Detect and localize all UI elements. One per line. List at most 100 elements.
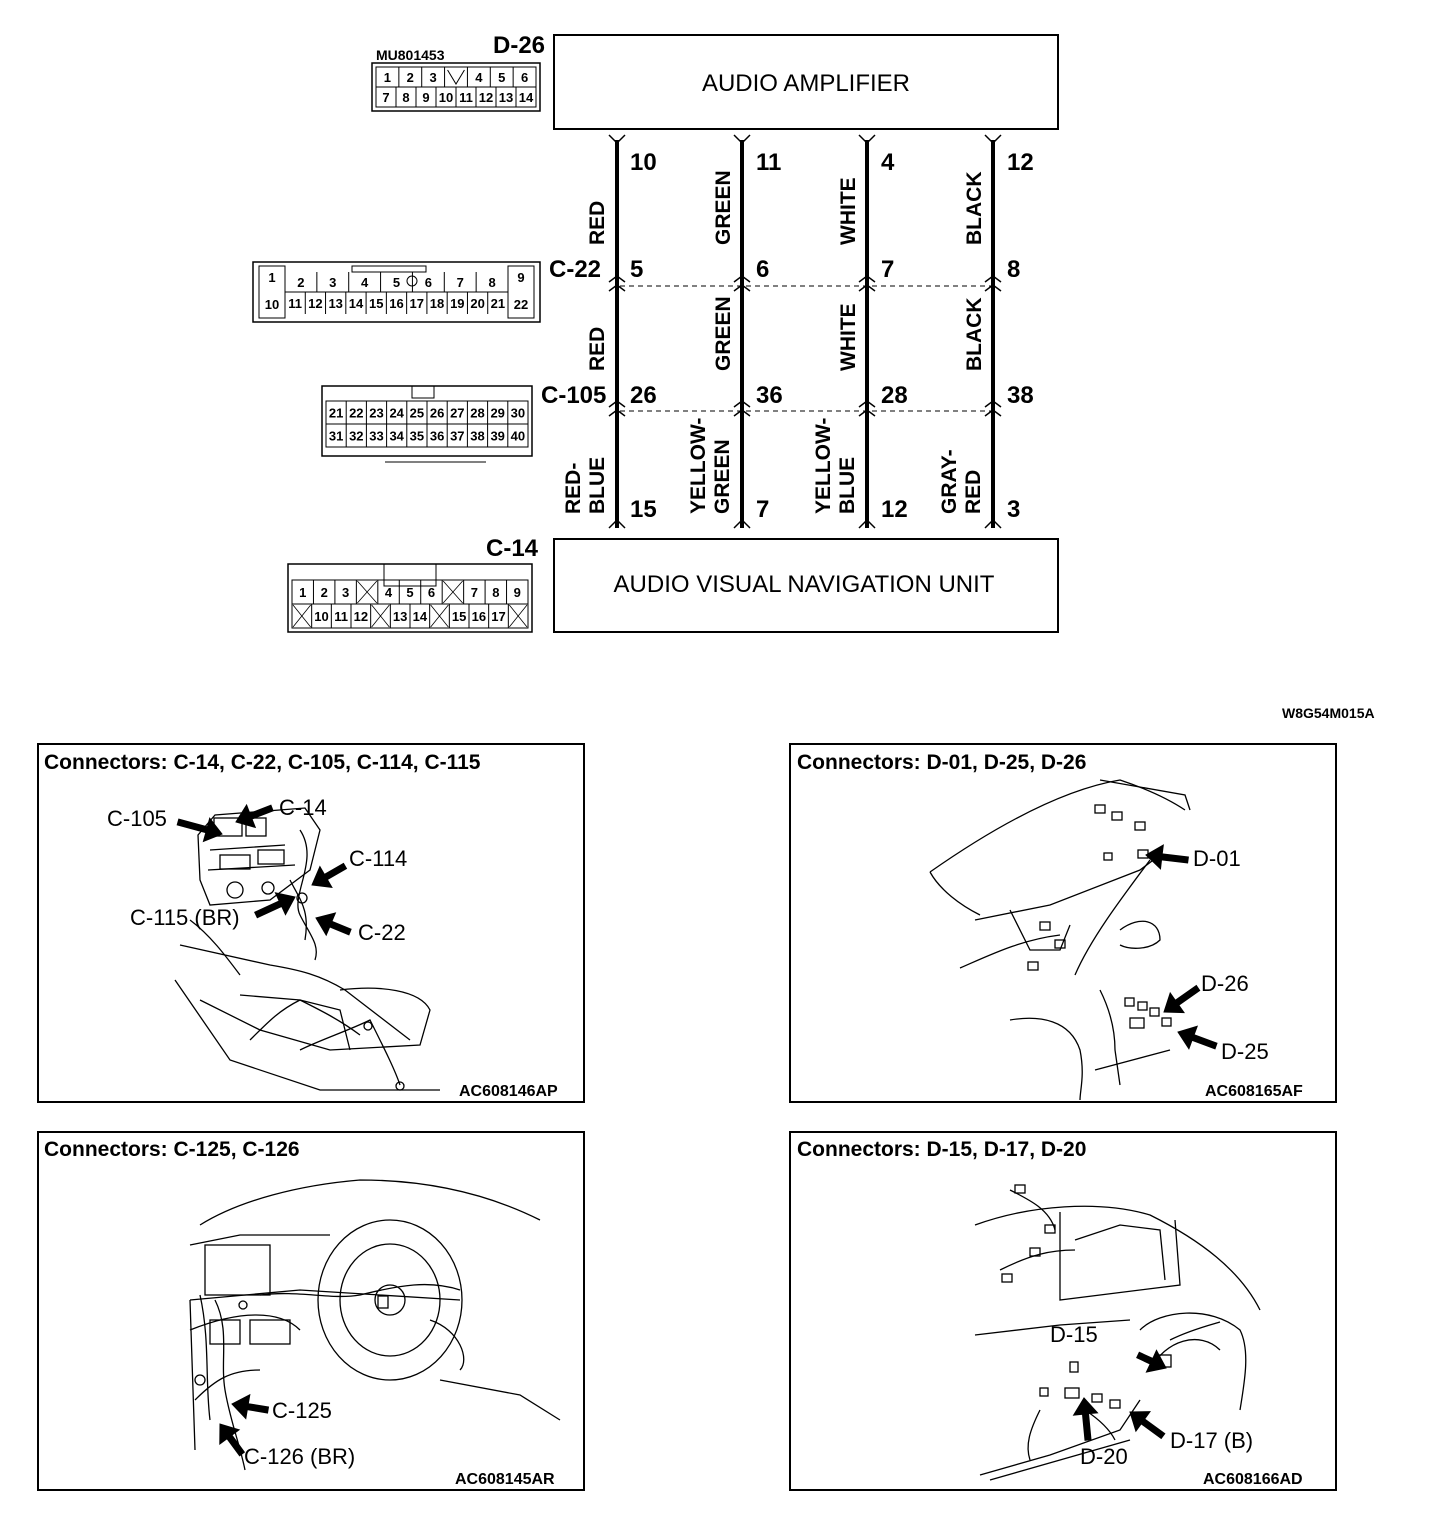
- pin-number: 37: [450, 429, 464, 444]
- pin-number: 40: [511, 429, 525, 444]
- pin-number: 21: [491, 296, 505, 311]
- pin-number: 20: [470, 296, 484, 311]
- wire-2-c22-pin: 6: [756, 256, 769, 283]
- panel-4-line-drawing: [974, 1184, 1261, 1481]
- pin-number: 2: [407, 70, 414, 85]
- panel-3-line-drawing: [189, 1179, 561, 1471]
- pin-number: 10: [314, 609, 328, 624]
- c105-junction-label: C-105: [541, 382, 606, 409]
- callout-arrow-icon: [1145, 844, 1189, 870]
- pin-number: 3: [430, 70, 437, 85]
- callout-arrow-icon: [1072, 1397, 1099, 1441]
- panel-1-callout-c22: C-22: [358, 920, 406, 945]
- pin-number: 11: [334, 609, 348, 624]
- pin-number: 21: [329, 406, 343, 421]
- pin-number: 13: [393, 609, 407, 624]
- pin-number: 26: [430, 406, 444, 421]
- pin-number: 7: [471, 585, 478, 600]
- pin-number: 19: [450, 296, 464, 311]
- wire-4-middle-color: BLACK: [963, 298, 986, 372]
- wire-3-upper-color: WHITE: [837, 177, 860, 245]
- panel-4-title: Connectors: D-15, D-17, D-20: [797, 1138, 1086, 1161]
- pin-number: 1: [299, 585, 306, 600]
- panel-4-callout-d17: D-17 (B): [1170, 1428, 1253, 1453]
- panel-3-callout-c126: C-126 (BR): [244, 1444, 355, 1469]
- pin-number: 14: [349, 296, 364, 311]
- pin-number: 18: [430, 296, 444, 311]
- pin-number: 9: [514, 585, 521, 600]
- panel-1-line-drawing: [174, 807, 440, 1091]
- pin-number: 5: [406, 585, 413, 600]
- pin-number: 9: [517, 270, 524, 285]
- wire-2-upper-color: GREEN: [712, 170, 735, 245]
- location-panel-3: Connectors: C-125, C-126 AC608145AR: [37, 1131, 585, 1491]
- pin-number: 2: [321, 585, 328, 600]
- wire-2-lower-color-1: YELLOW-: [687, 418, 710, 514]
- pin-number: 17: [410, 296, 424, 311]
- wire-3-c105-pin: 28: [881, 382, 908, 409]
- pin-number: 29: [490, 406, 504, 421]
- c22-junction-label: C-22: [549, 256, 601, 283]
- pin-number: 15: [452, 609, 466, 624]
- pin-blank-mark: [447, 69, 465, 85]
- pin-number: 2: [297, 275, 304, 290]
- callout-arrow-icon: [219, 1423, 246, 1457]
- pin-number: 8: [488, 275, 495, 290]
- pin-number: 34: [389, 429, 404, 444]
- pin-number: 13: [499, 90, 513, 105]
- wire-2-top-pin: 11: [756, 149, 781, 176]
- wire-4-c105-pin: 38: [1007, 382, 1034, 409]
- d26-part-number: MU801453: [376, 47, 445, 63]
- pin-number: 5: [393, 275, 400, 290]
- pin-number: 17: [491, 609, 505, 624]
- pin-number: 23: [369, 406, 383, 421]
- panel-4-callout-d20: D-20: [1080, 1444, 1128, 1469]
- figure-code: W8G54M015A: [1282, 705, 1375, 721]
- panel-3-title: Connectors: C-125, C-126: [44, 1138, 300, 1161]
- wire-3-bottom-pin: 12: [881, 496, 908, 523]
- wire-1-c22-pin: 5: [630, 256, 643, 283]
- pin-number: 8: [492, 585, 499, 600]
- pin-number: 10: [265, 297, 279, 312]
- pin-number: 10: [439, 90, 453, 105]
- wire-3: 4 7 28 12 WHITE WHITE YELLOW- BLUE: [812, 134, 908, 529]
- pin-number: 3: [342, 585, 349, 600]
- callout-arrow-icon: [176, 817, 223, 843]
- wire-4-c22-pin: 8: [1007, 256, 1020, 283]
- location-panel-1: Connectors: C-14, C-22, C-105, C-114, C-…: [37, 743, 585, 1103]
- pin-number: 32: [349, 429, 363, 444]
- wire-1-top-pin: 10: [630, 149, 657, 176]
- callout-arrow-icon: [231, 1393, 270, 1420]
- pin-number: 11: [288, 296, 302, 311]
- pin-number: 7: [457, 275, 464, 290]
- panel-1-callout-c115: C-115 (BR): [130, 905, 240, 930]
- panel-3-code: AC608145AR: [455, 1471, 555, 1488]
- wire-3-middle-color: WHITE: [837, 303, 860, 371]
- pin-number: 28: [470, 406, 484, 421]
- callout-arrow-icon: [1136, 1349, 1167, 1373]
- wire-4-upper-color: BLACK: [963, 172, 986, 246]
- audio-amplifier-label: AUDIO AMPLIFIER: [702, 70, 910, 97]
- panel-4-callout-d15: D-15: [1050, 1322, 1098, 1347]
- pin-number: 12: [479, 90, 493, 105]
- panel-2-title: Connectors: D-01, D-25, D-26: [797, 751, 1086, 774]
- wire-3-c22-pin: 7: [881, 256, 894, 283]
- pin-number: 4: [475, 70, 483, 85]
- panel-1-title: Connectors: C-14, C-22, C-105, C-114, C-…: [44, 751, 481, 774]
- d26-connector-label: D-26: [493, 32, 545, 59]
- pin-number: 1: [268, 270, 275, 285]
- pin-number: 13: [328, 296, 342, 311]
- pin-number: 30: [511, 406, 525, 421]
- pin-number: 16: [472, 609, 486, 624]
- callout-arrow-icon: [1163, 984, 1201, 1014]
- wire-1-upper-color: RED: [586, 201, 609, 245]
- wire-1-middle-color: RED: [586, 327, 609, 371]
- wire-2-bottom-pin: 7: [756, 496, 769, 523]
- pin-number: 36: [430, 429, 444, 444]
- callout-arrows: [176, 803, 1218, 1457]
- audio-amplifier-box: AUDIO AMPLIFIER: [553, 34, 1059, 130]
- pin-number: 11: [459, 90, 473, 105]
